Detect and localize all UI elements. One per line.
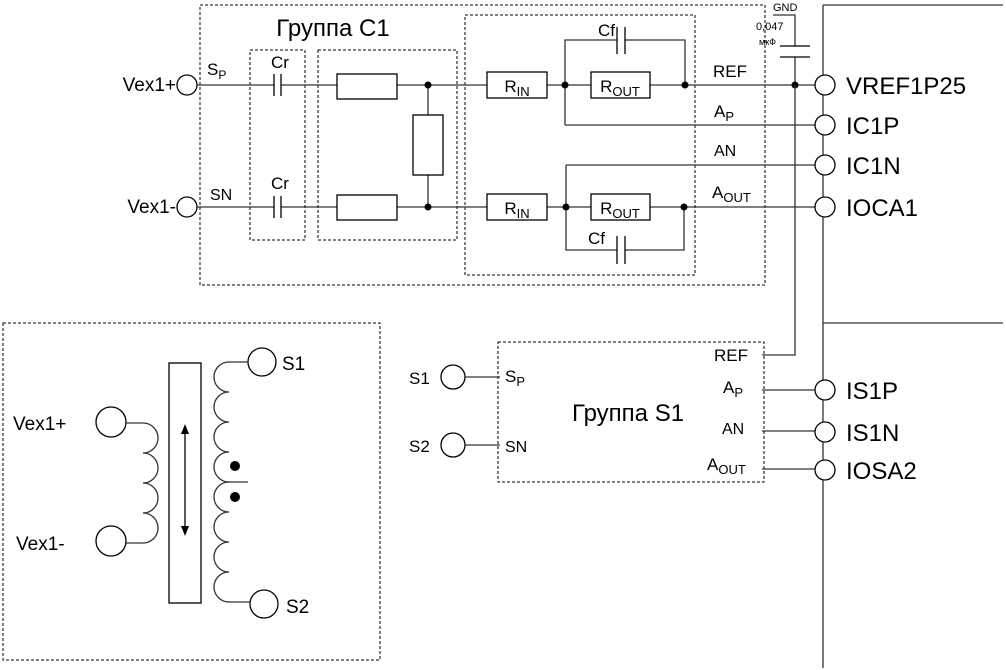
cf-top-label: Cf bbox=[598, 21, 615, 40]
aout-label: AOUT bbox=[707, 455, 746, 477]
ap-label: AP bbox=[714, 102, 734, 124]
rin-bottom bbox=[486, 193, 548, 221]
rout-top bbox=[590, 71, 651, 99]
an-label: AN bbox=[722, 421, 744, 438]
pin-ic1p bbox=[814, 114, 836, 136]
cf-bottom-capacitor bbox=[616, 236, 626, 264]
primary-pos-label: Vex1+ bbox=[13, 414, 66, 435]
s1-label: S1 bbox=[409, 369, 430, 388]
filter-box bbox=[317, 49, 458, 241]
rout-bottom bbox=[590, 193, 651, 221]
wire-cf-bottom bbox=[565, 165, 685, 251]
group-s1-title: Группа S1 bbox=[572, 400, 684, 427]
node bbox=[680, 203, 688, 211]
ref-label: REF bbox=[714, 346, 748, 365]
cr-bottom-capacitor bbox=[273, 196, 282, 218]
wire-cf-top bbox=[564, 39, 686, 125]
vex1-pos-terminal bbox=[176, 74, 198, 96]
cf-top-capacitor bbox=[616, 27, 626, 54]
pin-label: IOSA2 bbox=[846, 458, 917, 485]
primary-neg-terminal bbox=[95, 525, 127, 557]
gnd-label: GND bbox=[773, 2, 798, 14]
group-s1-border bbox=[497, 341, 765, 483]
node bbox=[561, 81, 569, 89]
decoupling-capacitor: GND 0,047 мкФ bbox=[756, 2, 810, 356]
cr-top-label: Cr bbox=[271, 53, 289, 72]
cr-top-capacitor bbox=[273, 74, 282, 96]
sp-label: SP bbox=[207, 60, 226, 82]
cf-bottom-label: Cf bbox=[588, 229, 605, 248]
pin-iosa2 bbox=[814, 459, 836, 481]
pin-label: IC1N bbox=[846, 153, 901, 180]
cr-box bbox=[249, 49, 306, 241]
rout-bottom-label: ROUT bbox=[600, 199, 640, 221]
pin-label: IS1N bbox=[846, 420, 899, 447]
node bbox=[424, 81, 432, 89]
pin-label: IC1P bbox=[846, 113, 899, 140]
pin-ioca1 bbox=[814, 196, 836, 218]
ap-label: AP bbox=[723, 378, 743, 400]
aout-label: AOUT bbox=[712, 183, 751, 205]
s2-label: S2 bbox=[409, 437, 430, 456]
sp-label: SP bbox=[505, 367, 525, 389]
group-c1-title: Группа С1 bbox=[276, 15, 389, 42]
group-c1-border bbox=[199, 4, 766, 286]
sn-label: SN bbox=[210, 187, 232, 204]
vex1-neg-label: Vex1- bbox=[127, 197, 176, 218]
node bbox=[424, 203, 432, 211]
primary-pos-terminal bbox=[95, 406, 127, 438]
ref-label: REF bbox=[713, 62, 747, 81]
cap-value: 0,047 bbox=[756, 21, 784, 33]
rin-top-label: RIN bbox=[504, 77, 529, 99]
vex1-neg-terminal bbox=[176, 196, 198, 218]
pin-ic1n bbox=[814, 154, 836, 176]
transformer-border bbox=[2, 322, 381, 661]
rout-top-label: ROUT bbox=[600, 77, 640, 99]
an-label: AN bbox=[714, 143, 736, 160]
filter-resistor-bottom bbox=[336, 194, 398, 221]
pin-label: IOCA1 bbox=[846, 195, 918, 222]
pin-is1n bbox=[814, 421, 836, 443]
pin-label: VREF1P25 bbox=[846, 73, 966, 100]
s2-terminal bbox=[249, 589, 279, 619]
vex1-pos-label: Vex1+ bbox=[123, 75, 176, 96]
pin-is1p bbox=[814, 379, 836, 401]
s1-terminal bbox=[247, 347, 277, 377]
transformer: Vex1+ Vex1- S1 S2 bbox=[2, 322, 381, 661]
group-c1: Группа С1 Vex1+ Vex1- SP SN Cr Cr RIN RI… bbox=[123, 4, 815, 286]
primary-coil bbox=[126, 422, 159, 544]
wire-ref-to-s1 bbox=[762, 85, 796, 356]
pin-vref1p25 bbox=[814, 74, 836, 96]
cr-bottom-label: Cr bbox=[271, 174, 289, 193]
polarity-dot bbox=[230, 492, 240, 502]
rin-top bbox=[486, 71, 548, 99]
s1-label: S1 bbox=[282, 354, 305, 375]
node bbox=[681, 81, 689, 89]
filter-resistor-shunt bbox=[412, 114, 444, 176]
ic-body: VREF1P25 IC1P IC1N IOCA1 IS1P IS1N IOSA2 bbox=[814, 4, 1003, 668]
s2-terminal bbox=[440, 432, 466, 458]
filter-resistor-top bbox=[336, 73, 398, 100]
rin-bottom-label: RIN bbox=[504, 199, 529, 221]
s1-terminal bbox=[440, 364, 466, 390]
amp-box bbox=[464, 14, 696, 276]
polarity-dot bbox=[230, 461, 240, 471]
capacitor-symbol bbox=[780, 45, 810, 58]
pin-label: IS1P bbox=[846, 378, 898, 405]
sn-label: SN bbox=[505, 439, 527, 456]
cap-unit: мкФ bbox=[759, 37, 776, 47]
group-s1: Группа S1 S1 S2 SP SN REF AP AN AOUT bbox=[409, 341, 815, 483]
node bbox=[562, 203, 570, 211]
s2-label: S2 bbox=[286, 597, 309, 618]
primary-neg-label: Vex1- bbox=[16, 534, 65, 555]
